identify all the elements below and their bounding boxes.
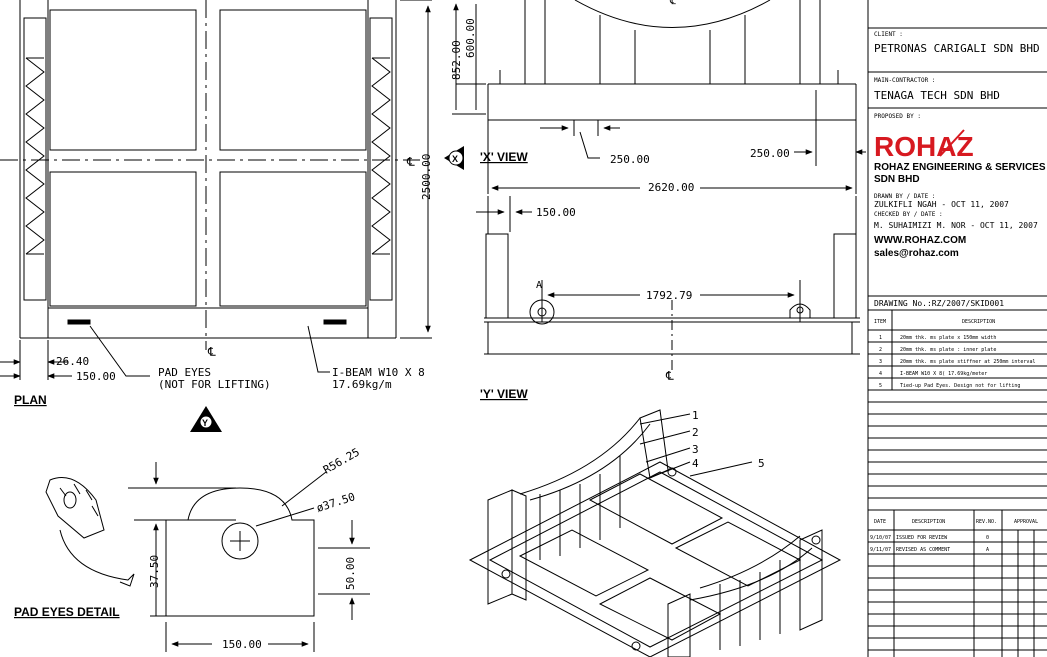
proposed-label: PROPOSED BY :: [874, 113, 921, 120]
rev-header-desc: DESCRIPTION: [912, 519, 945, 525]
pad-eyes-note-sub: (NOT FOR LIFTING): [158, 378, 271, 391]
title-block: [867, 0, 1047, 657]
rev-no-2: A: [986, 547, 989, 553]
plan-title: PLAN: [14, 393, 47, 407]
plan-view: [0, 0, 432, 380]
pad-height-left: 37.50: [148, 555, 161, 588]
y-view-marker: Y: [190, 406, 222, 432]
plan-centerline-mark-right: ℄: [406, 155, 415, 169]
dim-852: 852.00: [450, 40, 463, 80]
dim-250-left: 250.00: [610, 153, 650, 166]
callout-3: 3: [692, 443, 699, 456]
bom-no-5: 5: [879, 383, 882, 389]
dim-1792: 1792.79: [646, 289, 692, 302]
contractor-label: MAIN-CONTRACTOR :: [874, 77, 935, 84]
callout-4: 4: [692, 457, 699, 470]
revision-table: DATE DESCRIPTION REV.NO. APPROVAL 9/10/0…: [870, 519, 1038, 553]
plan-centerline-mark: ℄: [207, 345, 216, 359]
bom-no-4: 4: [879, 371, 882, 377]
bom-desc-5: Tied-up Pad Eyes. Design not for lifting: [900, 383, 1020, 389]
rev-desc-2: REVISED AS COMMENT: [896, 547, 950, 553]
description-header: DESCRIPTION: [962, 319, 995, 325]
callout-1: 1: [692, 409, 699, 422]
company-name: ROHAZ ENGINEERING & SERVICES: [874, 162, 1046, 173]
bom-desc-2: 20mm thk. ms plate : inner plate: [900, 347, 996, 353]
rev-header-no: REV.NO.: [976, 519, 997, 525]
rev-date-1: 9/10/07: [870, 535, 891, 541]
bom-no-1: 1: [879, 335, 882, 341]
rev-desc-1: ISSUED FOR REVIEW: [896, 535, 948, 541]
ibeam-note: I-BEAM W10 X 8: [332, 366, 425, 379]
bill-of-materials: 1 20mm thk. ms plate x 150mm width 2 20m…: [879, 335, 1035, 389]
dim-2620: 2620.00: [648, 181, 694, 194]
pad-height-right: 50.00: [344, 557, 357, 590]
bom-desc-4: I-BEAM W10 X 8( 17.69kg/meter: [900, 371, 987, 377]
client-value: PETRONAS CARIGALI SDN BHD: [874, 42, 1040, 55]
checked-by-label: CHECKED BY / DATE :: [874, 211, 943, 218]
dim-2500: 2500.00: [420, 154, 433, 200]
company-suffix: SDN BHD: [874, 174, 920, 185]
item-header: ITEM: [874, 319, 886, 325]
svg-text:X: X: [452, 154, 458, 164]
bom-no-2: 2: [879, 347, 882, 353]
bom-no-3: 3: [879, 359, 882, 365]
contractor-value: TENAGA TECH SDN BHD: [874, 89, 1000, 102]
x-view-centerline-mark: ℄: [669, 0, 676, 7]
pad-radius: R56.25: [321, 445, 362, 476]
rev-date-2: 9/11/07: [870, 547, 891, 553]
website-link[interactable]: WWW.ROHAZ.COM: [874, 235, 966, 246]
bom-desc-3: 20mm thk. ms plate stiffner at 250mm int…: [900, 359, 1035, 365]
checked-by-value: M. SUHAIMIZI M. NOR - OCT 11, 2007: [874, 221, 1038, 230]
left-stiffener-zigzag: [25, 57, 45, 255]
client-label: CLIENT :: [874, 31, 903, 38]
pad-width: 150.00: [222, 638, 262, 651]
ibeam-weight: 17.69kg/m: [332, 378, 392, 391]
x-view: [452, 0, 866, 194]
rev-no-1: 0: [986, 535, 989, 541]
x-view-marker: X: [444, 146, 464, 170]
rohaz-logo: ROHAZ: [873, 123, 974, 162]
callout-5: 5: [758, 457, 765, 470]
drawn-by-label: DRAWN BY / DATE :: [874, 193, 935, 200]
dim-250-right: 250.00: [750, 147, 790, 160]
pad-diameter: ø37.50: [315, 490, 357, 515]
x-view-title: 'X' VIEW: [480, 150, 528, 164]
pad-eye-detail: [45, 462, 370, 652]
dim-600: 600.00: [464, 18, 477, 58]
drawn-by-value: ZULKIFLI NGAH - OCT 11, 2007: [874, 200, 1009, 209]
rev-header-approval: APPROVAL: [1014, 519, 1038, 525]
bom-desc-1: 20mm thk. ms plate x 150mm width: [900, 335, 996, 341]
dim-26-40: 26.40: [56, 355, 89, 368]
y-view: [476, 196, 860, 372]
email-link[interactable]: sales@rohaz.com: [874, 248, 959, 259]
dim-150-y: 150.00: [536, 206, 576, 219]
svg-text:Y: Y: [202, 418, 208, 428]
drawing-number: DRAWING No.:RZ/2007/SKID001: [874, 299, 1004, 308]
y-view-centerline-mark: ℄: [665, 369, 674, 383]
pad-eyes-note: PAD EYES: [158, 366, 211, 379]
y-view-title: 'Y' VIEW: [480, 387, 528, 401]
iso-callouts: 1 2 3 4 5: [692, 409, 765, 470]
callout-2: 2: [692, 426, 699, 439]
dim-150-plan: 150.00: [76, 370, 116, 383]
detail-marker-a: A: [536, 280, 542, 291]
isometric-view: [468, 409, 842, 657]
rev-header-date: DATE: [874, 519, 886, 525]
right-stiffener-zigzag: [371, 57, 391, 255]
pad-detail-title: PAD EYES DETAIL: [14, 605, 120, 619]
